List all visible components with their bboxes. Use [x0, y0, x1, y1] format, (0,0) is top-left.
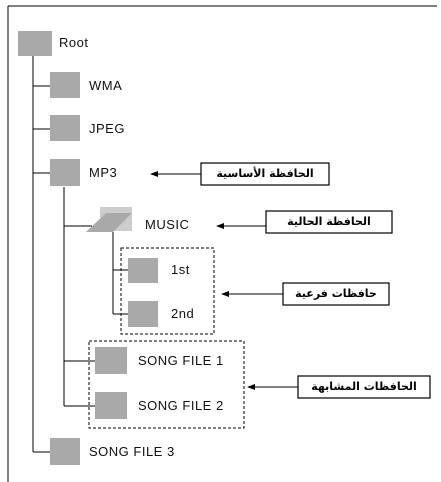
- song-file-3-label: SONG FILE 3: [89, 444, 175, 459]
- callout-current-folder: الحافظة الحالية: [287, 215, 371, 228]
- folder-icon: [95, 347, 127, 374]
- jpeg-folder-label: JPEG: [89, 121, 125, 136]
- arrow-left-icon: [216, 223, 266, 229]
- folder-icon: [95, 392, 127, 419]
- arrow-left-icon: [150, 171, 201, 177]
- folder-icon: [128, 301, 158, 327]
- open-folder-icon: [86, 207, 132, 232]
- song-file-1-label: SONG FILE 1: [138, 353, 224, 368]
- subfolders-group-box: [120, 247, 215, 335]
- folder-icon: [50, 115, 80, 141]
- root-label: Root: [59, 35, 89, 50]
- second-folder-label: 2nd: [171, 306, 195, 321]
- folder-icon: [50, 438, 80, 465]
- similar-folders-group-box: [88, 340, 245, 429]
- wma-folder-label: WMA: [89, 78, 123, 93]
- folder-icon: [50, 72, 80, 98]
- arrow-left-icon: [247, 384, 298, 390]
- mp3-folder-label: MP3: [89, 165, 118, 180]
- folder-icon: [18, 31, 52, 56]
- callout-main-folder: الحافظة الأساسية: [216, 167, 314, 180]
- song-file-2-label: SONG FILE 2: [138, 398, 224, 413]
- callout-similar-folders: الحافظات المشابهة: [311, 380, 417, 393]
- first-folder-label: 1st: [171, 262, 190, 277]
- music-folder-label: MUSIC: [145, 217, 190, 232]
- folder-icon: [128, 258, 158, 283]
- arrow-left-icon: [221, 291, 283, 297]
- folder-icon: [50, 159, 80, 186]
- callout-current-folder-box: [265, 210, 393, 234]
- callout-subfolders: حافظات فرعية: [295, 287, 377, 300]
